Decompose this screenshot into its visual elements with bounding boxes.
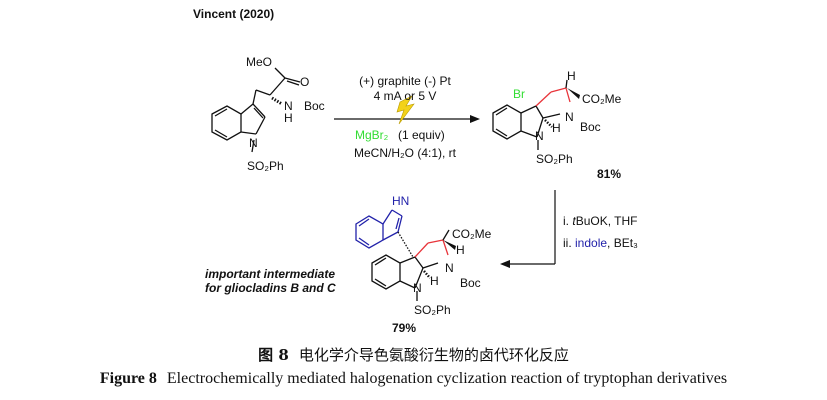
reactant-boc-label: Boc xyxy=(304,99,325,113)
product2-h-label: H xyxy=(430,274,439,288)
product1-br-label: Br xyxy=(513,87,525,101)
product1-so2ph: SO₂Ph xyxy=(536,152,573,166)
product1-boc-label: Boc xyxy=(580,120,601,134)
product2-hashed-bond xyxy=(397,231,414,258)
caption-english: Figure 8 Electrochemically mediated halog… xyxy=(0,370,827,388)
product1-n-label: N xyxy=(565,110,574,124)
product2-yield: 79% xyxy=(392,321,416,335)
product1-co2me: CO₂Me xyxy=(582,92,622,106)
reactant-so2ph-label: SO₂Ph xyxy=(247,159,284,173)
reactant-tryptophan xyxy=(211,67,301,153)
product1-indoline-n: N xyxy=(535,129,544,143)
reactant-carbonyl-o: O xyxy=(300,75,309,89)
caption-chinese: 图 8 电化学介导色氨酸衍生物的卤代环化反应 xyxy=(0,344,827,365)
reactant-indole-n: N xyxy=(249,136,258,150)
step1-current: 4 mA or 5 V xyxy=(374,89,437,103)
product1-h-label: H xyxy=(552,121,561,135)
step2-line2: ii. indole, BEt₃ xyxy=(563,236,638,250)
reactant-h-label: H xyxy=(284,111,293,125)
reaction-arrow-1 xyxy=(334,115,480,123)
reactant-ester-label: MeO xyxy=(246,55,272,69)
product2-so2ph: SO₂Ph xyxy=(414,303,451,317)
product2-pyrroloindoline xyxy=(371,229,450,301)
product2-note-line1: important intermediate xyxy=(205,267,335,281)
product2-n-label: N xyxy=(445,261,454,275)
caption-cn-label: 图 8 xyxy=(258,346,289,364)
product1-bromo-pyrroloindoline xyxy=(492,79,571,150)
step1-mediator: MgBr₂ xyxy=(355,128,389,142)
caption-cn-text: 电化学介导色氨酸衍生物的卤代环化反应 xyxy=(298,346,569,364)
lightning-bolt-icon xyxy=(396,95,415,125)
product1-wedge-bond xyxy=(567,88,580,99)
product2-wedge-bond xyxy=(443,240,456,250)
product2-boc-label: Boc xyxy=(460,276,481,290)
step2-line1: i. tBuOK, THF xyxy=(563,214,637,228)
product1-h-top: H xyxy=(567,69,576,83)
product2-note-line2: for gliocladins B and C xyxy=(205,281,336,295)
product2-hn-label: HN xyxy=(392,194,409,208)
reactant-nh-label: N xyxy=(284,99,293,113)
step1-mediator-equiv: (1 equiv) xyxy=(398,128,445,142)
reaction-scheme: Vincent (2020) MeO O N H Boc N SO₂Ph (+) xyxy=(193,7,638,335)
caption-en-text: Electrochemically mediated halogenation … xyxy=(166,370,728,387)
caption-en-label: Figure 8 xyxy=(99,370,157,387)
product2-h-top: H xyxy=(456,243,465,257)
reaction-arrow-2 xyxy=(500,190,556,268)
step1-solvent: MeCN/H₂O (4:1), rt xyxy=(354,146,457,160)
step1-electrodes: (+) graphite (-) Pt xyxy=(359,74,451,88)
product2-indole-unit xyxy=(355,209,403,249)
product2-co2me: CO₂Me xyxy=(452,227,492,241)
product1-yield: 81% xyxy=(597,167,621,181)
author-year-label: Vincent (2020) xyxy=(193,7,274,21)
product2-indoline-n: N xyxy=(413,281,422,295)
